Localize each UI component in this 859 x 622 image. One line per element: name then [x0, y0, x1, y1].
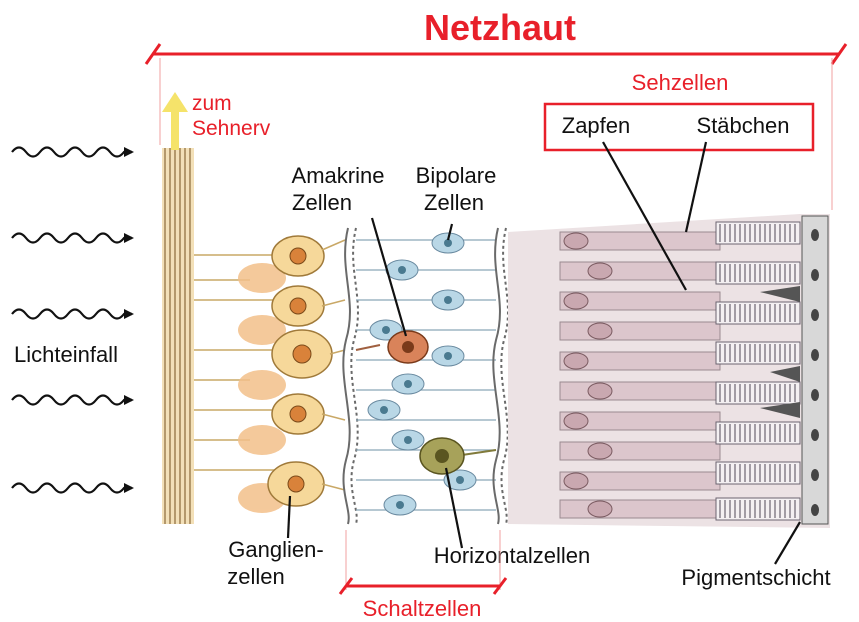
label-horizontalzellen: Horizontalzellen: [434, 543, 591, 568]
wavy-arrow-icon: [12, 484, 132, 493]
wavy-arrow-icon: [12, 396, 132, 405]
bipolar-cell-layer: [356, 233, 496, 515]
label-zum: zum: [192, 92, 232, 115]
wavy-arrow-icon: [12, 234, 132, 243]
light-arrows: [12, 148, 132, 493]
label-pigmentschicht: Pigmentschicht: [681, 565, 830, 590]
up-arrow-icon: [162, 92, 188, 150]
nerve-fiber-layer: [162, 148, 194, 524]
label-sehnerv: Sehnerv: [192, 117, 271, 140]
label-staebchen: Stäbchen: [697, 113, 790, 138]
inner-plexiform-layer: [343, 228, 358, 524]
label-ganglien-2: zellen: [227, 564, 284, 589]
label-amakrine-2: Zellen: [292, 190, 352, 215]
wavy-arrow-icon: [12, 310, 132, 319]
horizontal-cell: [420, 438, 496, 474]
title-netzhaut: Netzhaut: [424, 7, 576, 48]
wavy-arrow-icon: [12, 148, 132, 157]
label-sehzellen: Sehzellen: [632, 70, 729, 95]
label-lichteinfall: Lichteinfall: [14, 342, 118, 367]
label-bipolare-1: Bipolare: [416, 163, 497, 188]
label-bipolare-2: Zellen: [424, 190, 484, 215]
ganglion-cell-layer: [194, 236, 345, 513]
label-amakrine-1: Amakrine: [292, 163, 385, 188]
label-zapfen: Zapfen: [562, 113, 631, 138]
label-schaltzellen: Schaltzellen: [363, 596, 482, 621]
label-ganglien-1: Ganglien-: [228, 537, 323, 562]
